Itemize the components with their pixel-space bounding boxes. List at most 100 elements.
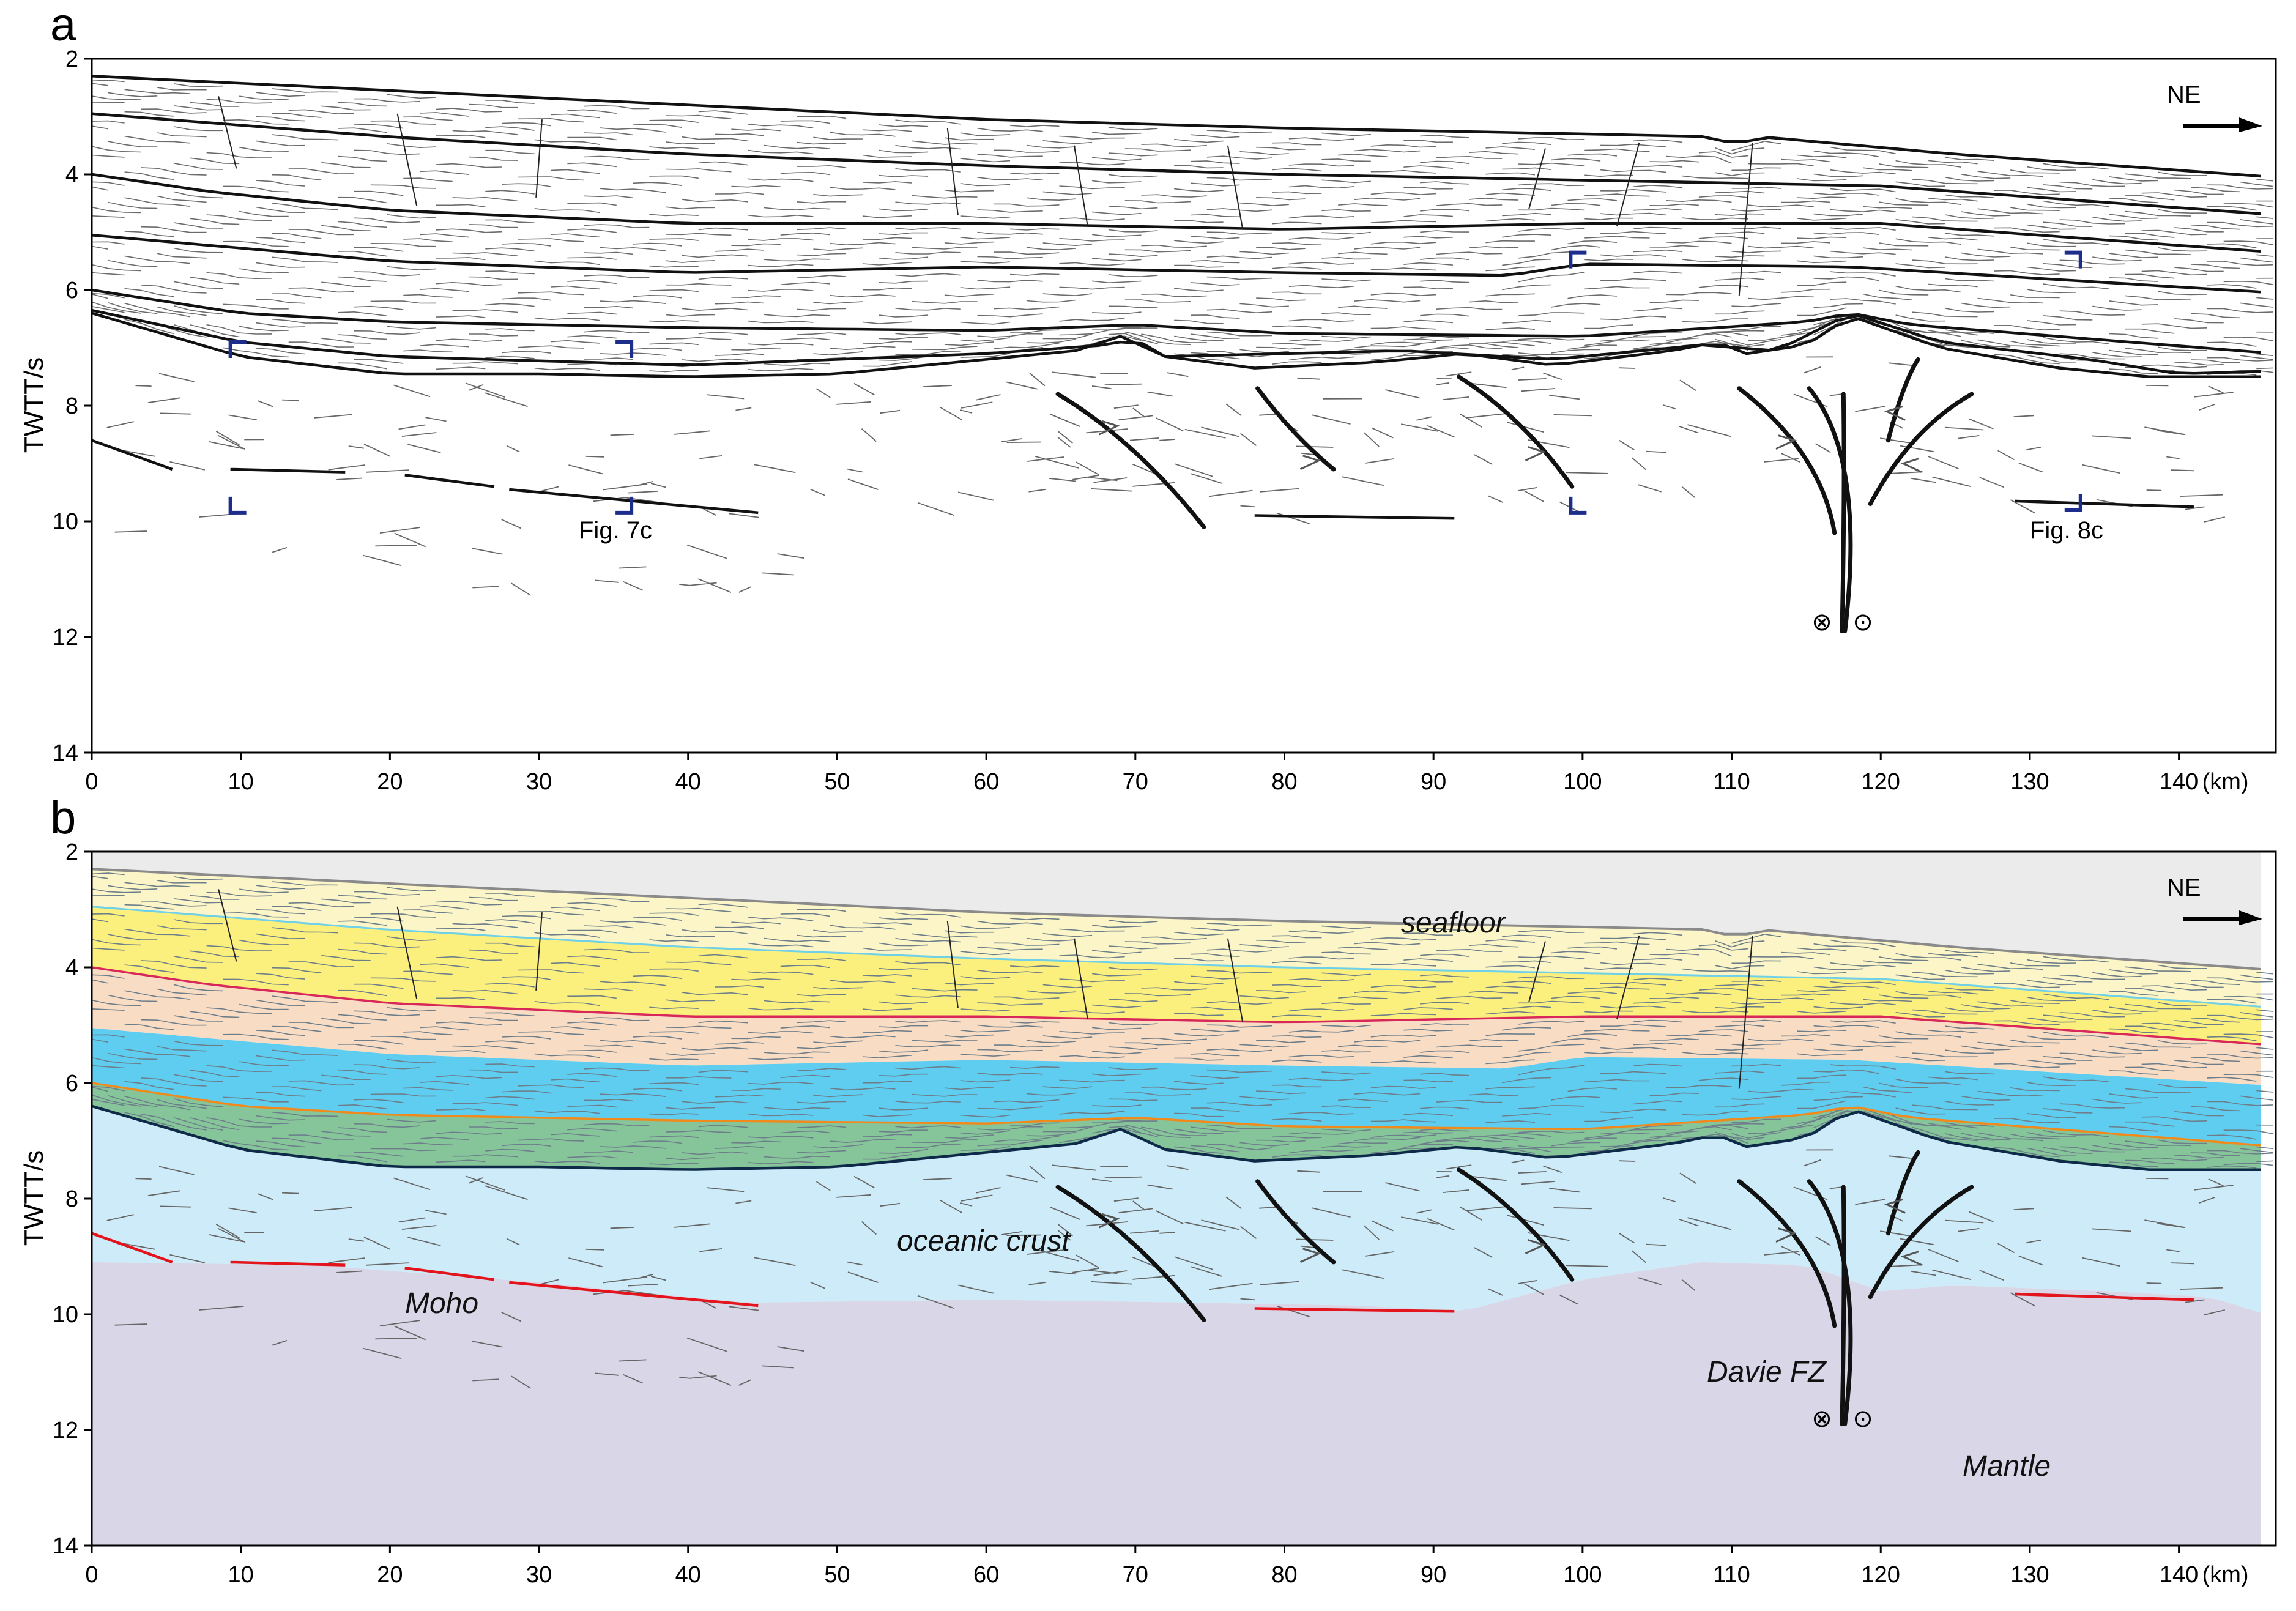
thrust-fault	[1737, 386, 1837, 535]
slip-arrow-icon	[1525, 1239, 1547, 1254]
thrust-fault	[1255, 1179, 1336, 1265]
moho-reflector	[2015, 499, 2194, 508]
x-tick-label: 90	[1421, 1562, 1446, 1588]
moho-reflector	[230, 467, 346, 474]
box-corner-marker	[228, 340, 247, 359]
thrust-fault	[1457, 1167, 1575, 1282]
thrust-fault	[1807, 386, 1853, 634]
thrust-fault	[1457, 374, 1575, 489]
panel-a-reflector-hatching	[92, 80, 2273, 376]
slip-arrow-icon	[1884, 1199, 1906, 1214]
y-tick-label: 8	[65, 1186, 78, 1212]
x-tick-label: 100	[1563, 1562, 1602, 1588]
layer-yellow	[92, 906, 2261, 1044]
box-corner-marker	[615, 496, 634, 515]
box-corner-marker	[228, 496, 247, 515]
moho-reflector	[1254, 514, 1455, 520]
y-tick-label: 6	[65, 1071, 78, 1096]
moho-reflector	[92, 439, 173, 471]
normal-fault	[1073, 938, 1088, 1020]
panel-a-y-axis-title: TWTT/s	[19, 357, 49, 453]
oceanic-crust-fill	[92, 1106, 2261, 1313]
x-tick-label: 40	[675, 769, 701, 795]
out-of-page-icon: ⊙	[1852, 608, 1873, 636]
moho-reflector	[92, 1232, 173, 1264]
thrust-fault	[1055, 1185, 1206, 1322]
ne-arrow-head-icon	[2239, 117, 2262, 132]
panel-a-deep-reflectors	[92, 356, 2234, 596]
panel-b-ne-label: NE	[2167, 874, 2201, 901]
layer-peach	[92, 967, 2261, 1085]
thrust-fault	[1868, 392, 1974, 507]
x-tick-label: 0	[85, 1562, 98, 1588]
moho-reflector	[404, 1267, 495, 1281]
slip-arrow-icon	[1775, 434, 1797, 450]
x-tick-label: 70	[1123, 769, 1148, 795]
moho-reflector	[2015, 1292, 2194, 1301]
x-tick-label: 30	[526, 769, 552, 795]
thrust-fault	[1885, 1150, 1920, 1236]
normal-fault	[396, 906, 418, 1000]
x-tick-label: 110	[1713, 1562, 1750, 1588]
basement-horizon	[92, 311, 2261, 379]
box-corner-marker	[1569, 496, 1587, 515]
box-corner-marker	[1569, 250, 1587, 269]
panel-a-frame	[91, 58, 2277, 754]
x-tick-label: 10	[228, 1562, 254, 1588]
into-page-icon: ⊗	[1811, 608, 1832, 636]
orange-horizon	[92, 1082, 2261, 1147]
y-tick-label: 2	[65, 47, 78, 72]
normal-fault	[535, 119, 543, 198]
panel-b-strike-slip-symbols: ⊗ ⊙	[1811, 1405, 1873, 1433]
horizon-h1	[92, 112, 2261, 215]
normal-fault	[218, 96, 237, 169]
normal-fault	[1073, 145, 1088, 227]
fig-8c-label: Fig. 8c	[2030, 517, 2103, 544]
normal-fault	[1616, 142, 1640, 227]
x-tick-label: 60	[973, 769, 999, 795]
x-axis-unit: (km)	[2202, 769, 2249, 795]
slip-arrow-icon	[1098, 1213, 1120, 1229]
thrust-fault	[1840, 1185, 1846, 1427]
normal-fault	[1738, 142, 1753, 296]
mantle-label: Mantle	[1963, 1450, 2051, 1483]
normal-fault	[1528, 148, 1546, 209]
y-tick-label: 14	[53, 1533, 78, 1559]
panel-b-y-axis-title: TWTT/s	[19, 1150, 49, 1246]
normal-fault	[218, 889, 237, 962]
thrust-fault	[1868, 1185, 1974, 1300]
cyan-horizon	[92, 906, 2261, 1008]
moho-label: Moho	[405, 1287, 478, 1320]
panel-b-letter: b	[50, 792, 76, 844]
x-tick-label: 90	[1421, 769, 1446, 795]
into-page-icon: ⊗	[1811, 1405, 1832, 1433]
x-tick-label: 40	[675, 1562, 701, 1588]
panel-a-letter: a	[50, 0, 76, 51]
panel-a-direction-indicator: NE	[2167, 81, 2262, 132]
box-corner-marker	[2064, 250, 2082, 269]
y-tick-label: 14	[53, 740, 78, 766]
reflector-hatch	[92, 872, 2273, 1169]
moho-reflector	[404, 474, 495, 488]
x-tick-label: 50	[824, 769, 850, 795]
out-of-page-icon: ⊙	[1852, 1405, 1873, 1433]
x-tick-label: 20	[377, 1562, 403, 1588]
thrust-fault	[1737, 1179, 1837, 1328]
seafloor-horizon	[92, 868, 2261, 970]
x-axis-unit: (km)	[2202, 1562, 2249, 1588]
layer-pale-yellow	[92, 869, 2261, 1007]
ne-arrow-head-icon	[2239, 910, 2262, 925]
y-tick-label: 4	[65, 955, 78, 981]
panel-a-horizons	[92, 75, 2261, 379]
panel-b-horizons	[92, 868, 2261, 1172]
x-tick-label: 0	[85, 769, 98, 795]
oceanic-crust-label: oceanic crust	[897, 1225, 1071, 1257]
moho-reflector	[509, 1281, 759, 1308]
seafloor-label: seafloor	[1401, 907, 1507, 939]
layer-blue	[92, 1028, 2261, 1145]
normal-fault	[946, 128, 959, 215]
moho-reflector	[230, 1260, 346, 1267]
